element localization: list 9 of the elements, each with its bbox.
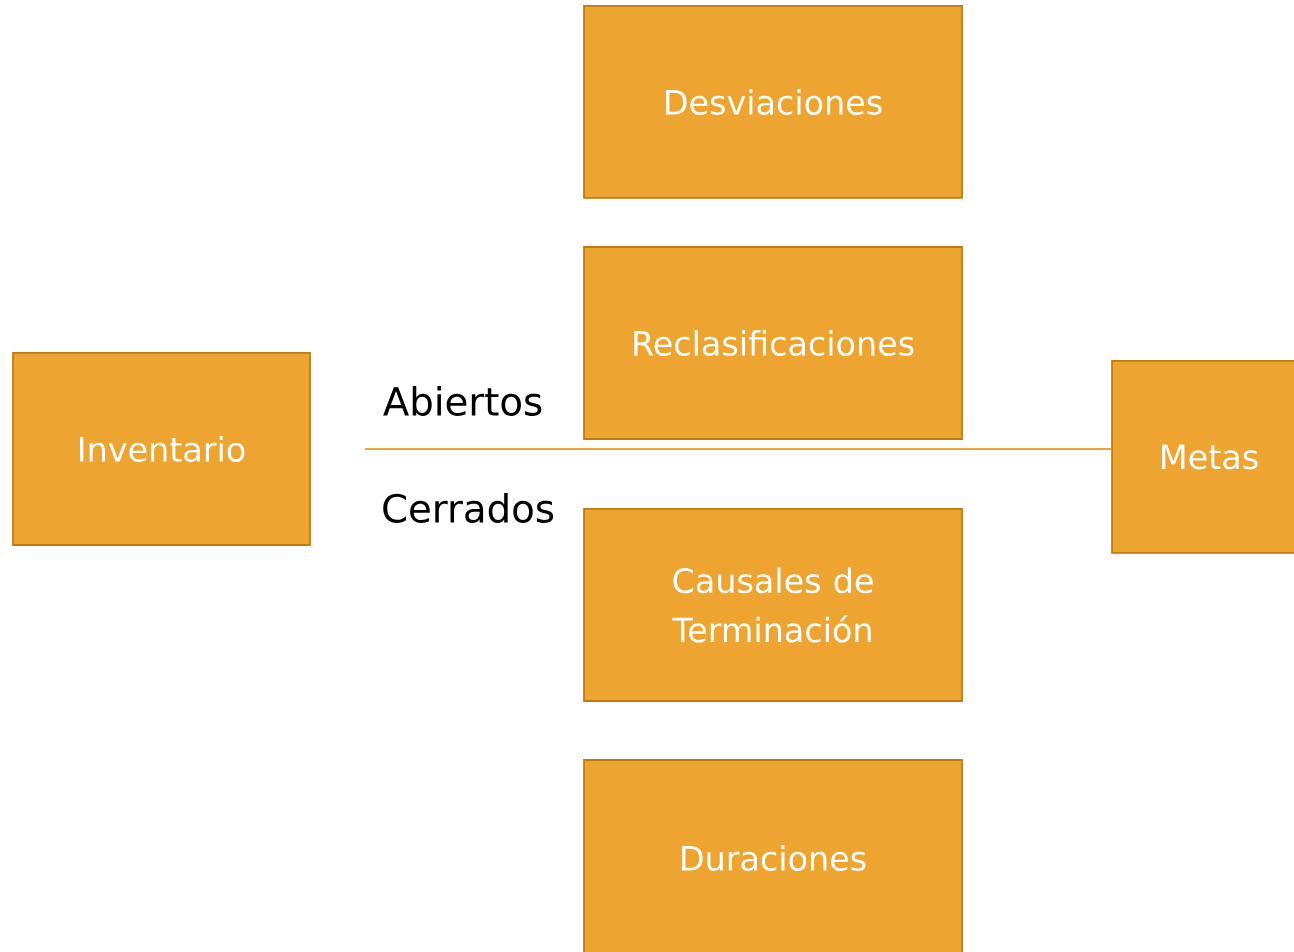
process-box: Metas xyxy=(1111,360,1294,554)
side-label: Cerrados xyxy=(383,493,554,523)
process-box: Reclasificaciones xyxy=(583,246,963,440)
process-box: Desviaciones xyxy=(583,5,963,199)
process-box: Duraciones xyxy=(583,759,963,952)
divider-line xyxy=(364,448,1112,450)
process-box: Inventario xyxy=(12,352,311,546)
side-label: Abiertos xyxy=(383,386,542,416)
process-box: Causales de Terminación xyxy=(583,508,963,702)
